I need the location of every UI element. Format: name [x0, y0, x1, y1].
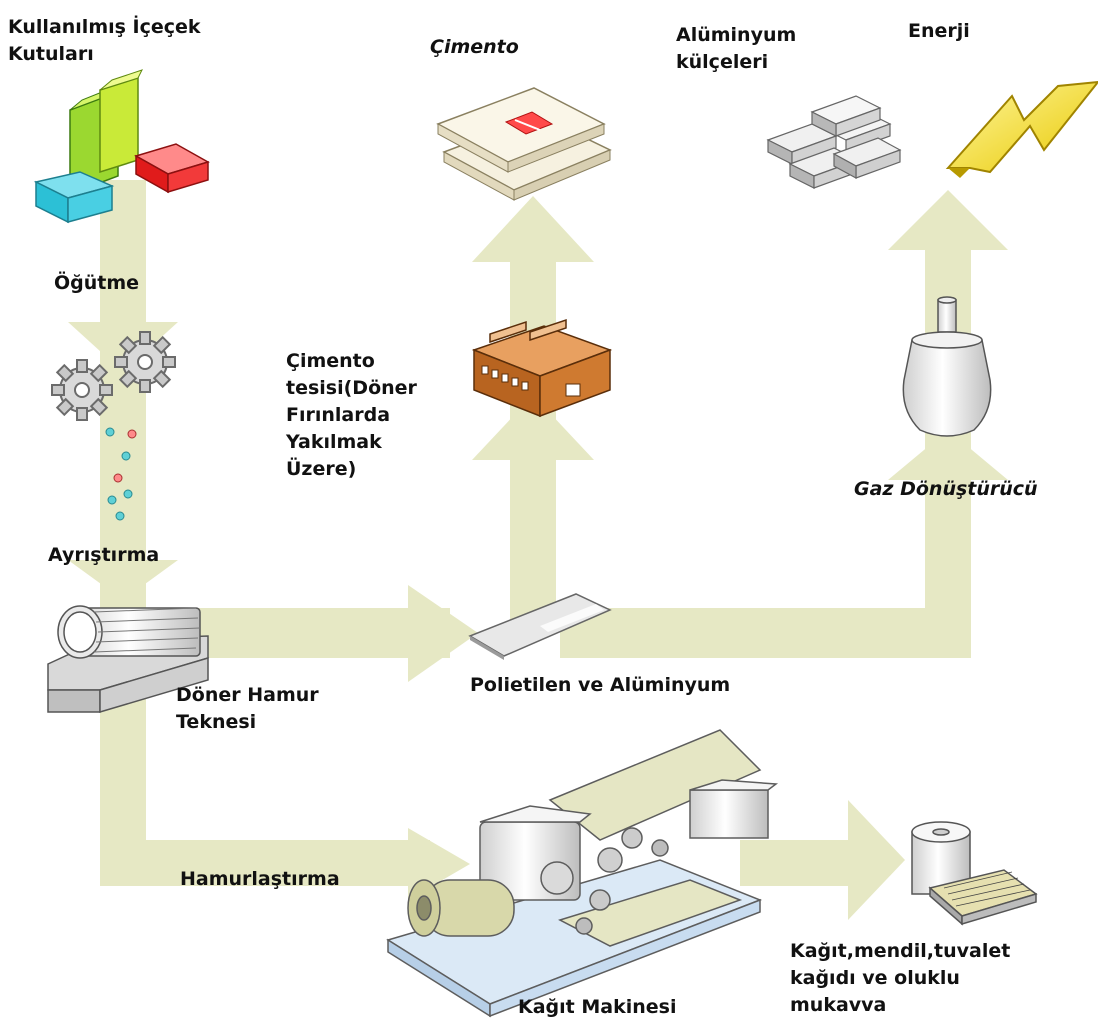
label-rotary-trough: Döner Hamur Teknesi [176, 684, 319, 733]
label-energy: Enerji [908, 20, 970, 42]
aluminium-ingots-icon [766, 95, 902, 189]
rotary-pulper-icon [47, 605, 209, 714]
label-beverage-cartons: Kullanılmış İçeçek Kutuları [8, 16, 201, 65]
label-cement: Çimento [430, 36, 519, 58]
flow-arrows [68, 180, 1008, 920]
label-products: Kağıt,mendil,tuvalet kağıdı ve oluklu mu… [790, 940, 1011, 1016]
label-pe-aluminium: Polietilen ve Alüminyum [470, 674, 731, 696]
lightning-icon [945, 80, 1098, 178]
label-pulping: Hamurlaştırma [180, 868, 340, 890]
beverage-cartons-icon [33, 69, 210, 224]
polyethylene-sheet-icon [468, 593, 612, 660]
paper-machine-icon [386, 729, 779, 1018]
gas-converter-icon [902, 296, 992, 437]
label-gas-converter: Gaz Dönüştürücü [854, 478, 1038, 500]
label-aluminium-ingots: Alüminyum külçeleri [676, 24, 797, 73]
label-separation: Ayrıştırma [48, 544, 160, 566]
label-grinding: Öğütme [54, 272, 140, 294]
label-paper-machine: Kağıt Makinesi [518, 996, 677, 1018]
label-cement-plant: Çimento tesisi(Döner Fırınlarda Yakılmak… [286, 350, 417, 480]
paper-products-icon [911, 821, 1038, 926]
particles-icon [105, 427, 137, 521]
factory-icon [471, 318, 613, 418]
gears-icon [51, 331, 176, 421]
cement-bags-icon [436, 87, 612, 201]
